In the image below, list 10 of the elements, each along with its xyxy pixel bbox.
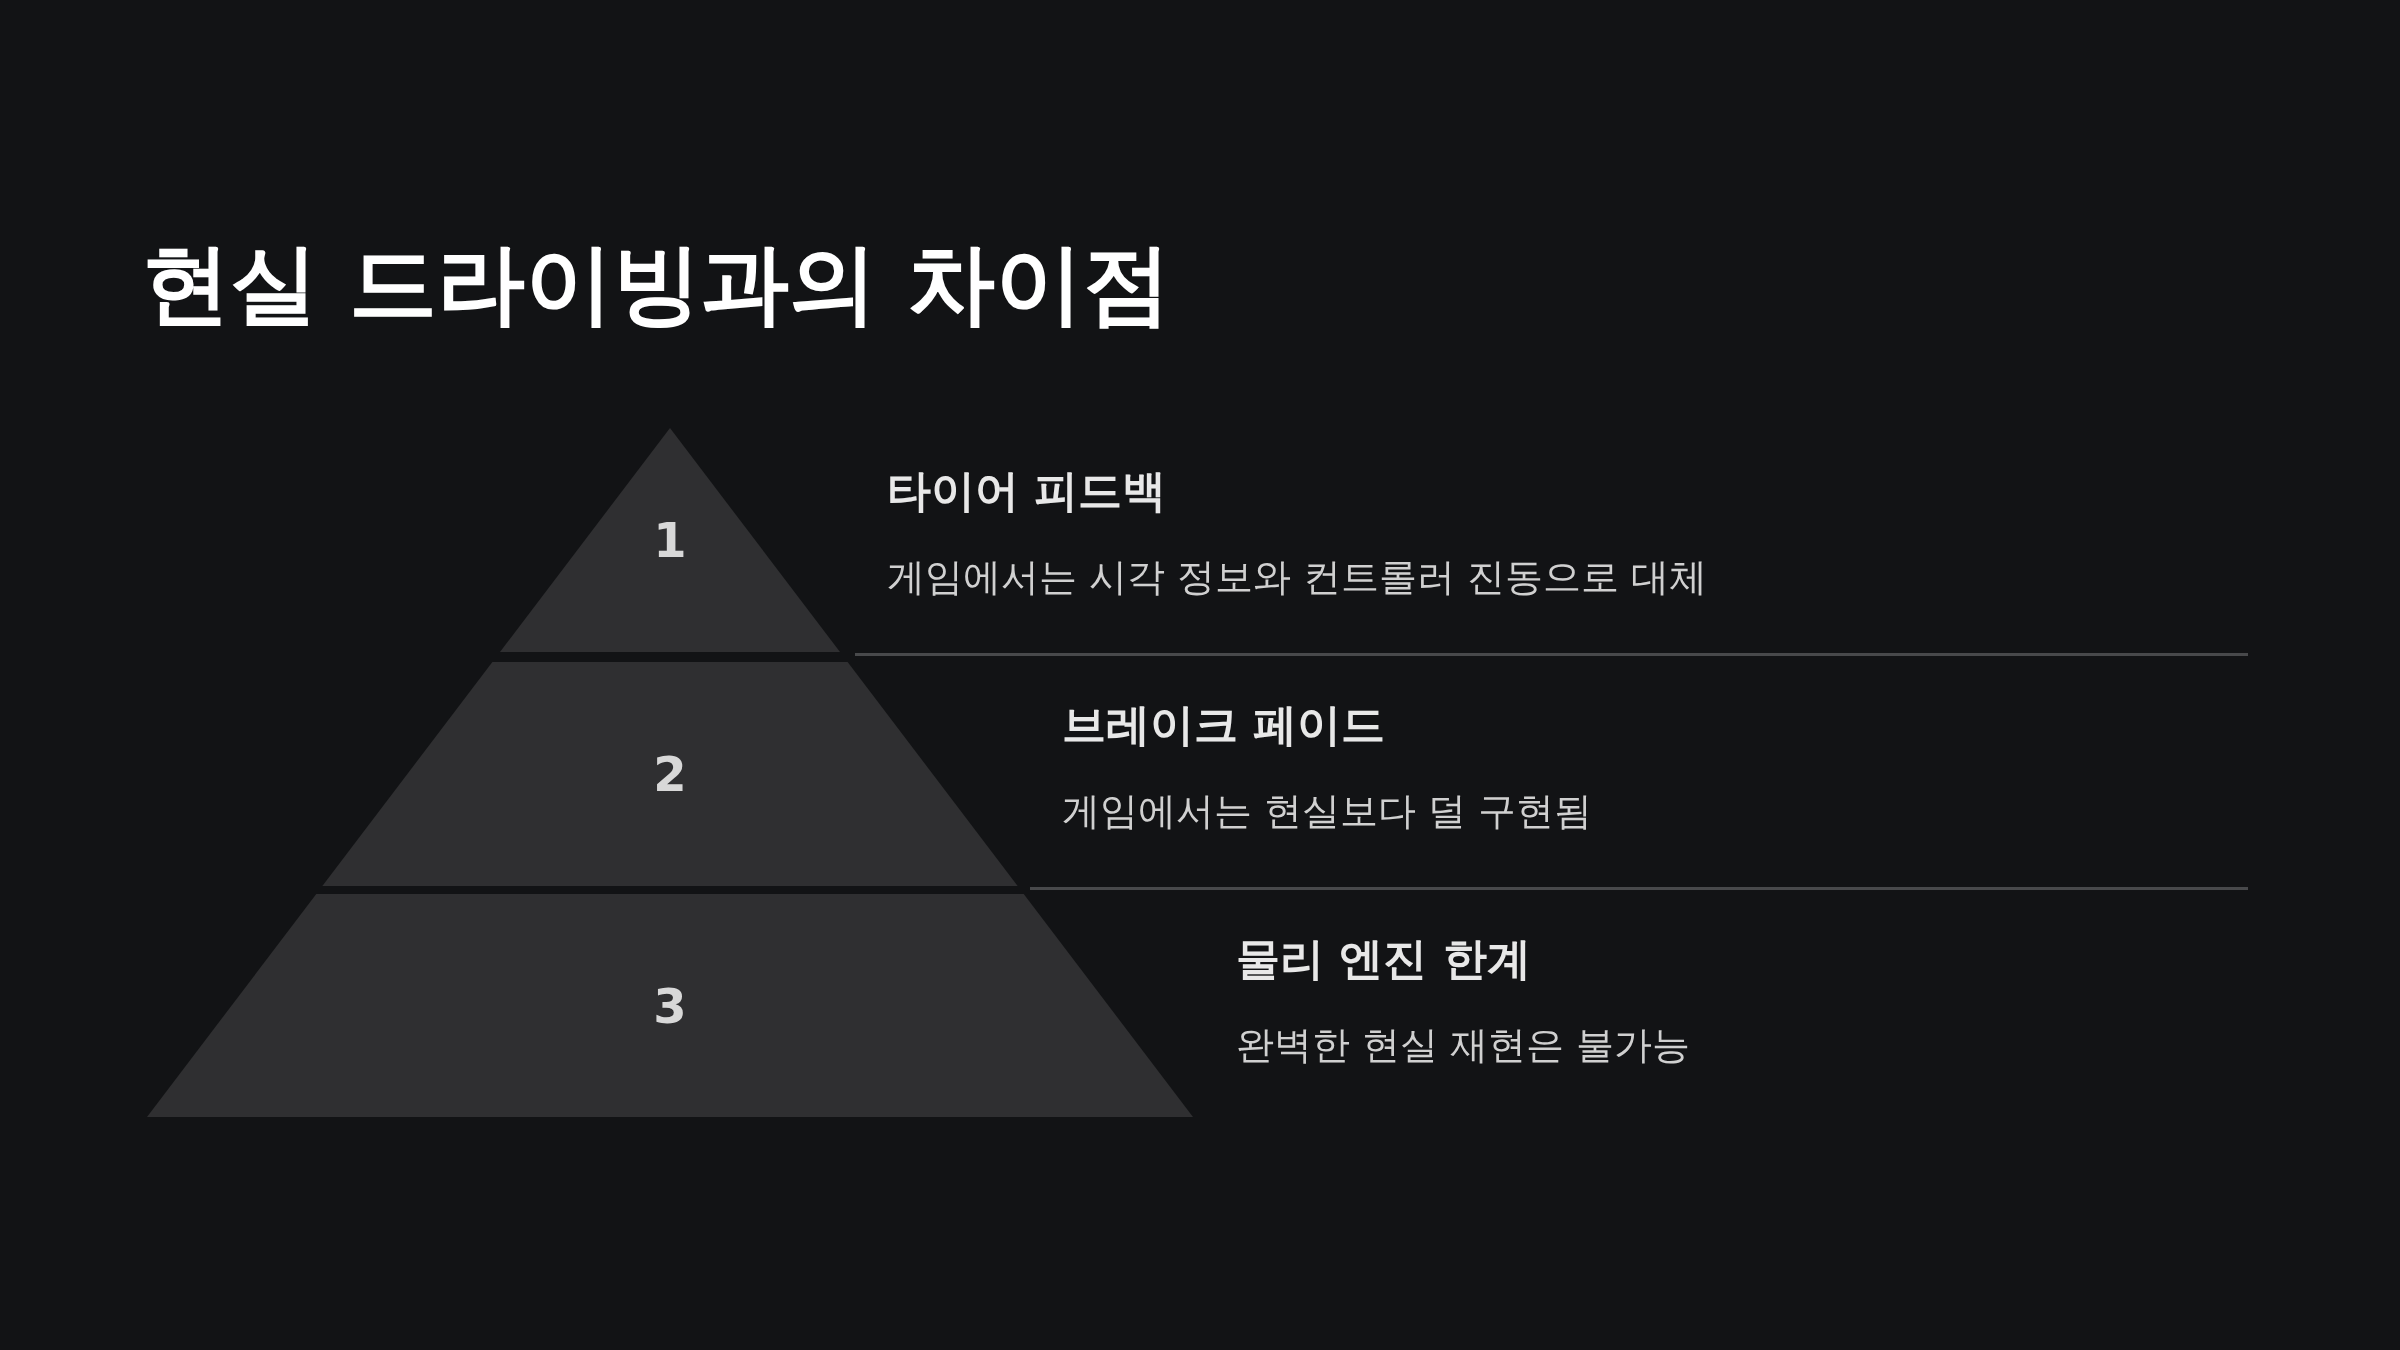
tier-heading: 타이어 피드백 [887,464,1167,518]
tier-heading: 물리 엔진 한계 [1236,932,1531,986]
tier-number: 3 [653,977,687,1034]
tier-description: 게임에서는 현실보다 덜 구현됨 [1062,788,1593,835]
tier-number: 2 [653,746,687,802]
slide-title: 현실 드라이빙과의 차이점 [142,231,1172,337]
tier-number: 1 [653,512,687,568]
tier-description: 완벽한 현실 재현은 불가능 [1236,1022,1691,1069]
tier-description: 게임에서는 시각 정보와 컨트롤러 진동으로 대체 [887,554,1708,601]
tier-heading: 브레이크 페이드 [1062,698,1386,752]
